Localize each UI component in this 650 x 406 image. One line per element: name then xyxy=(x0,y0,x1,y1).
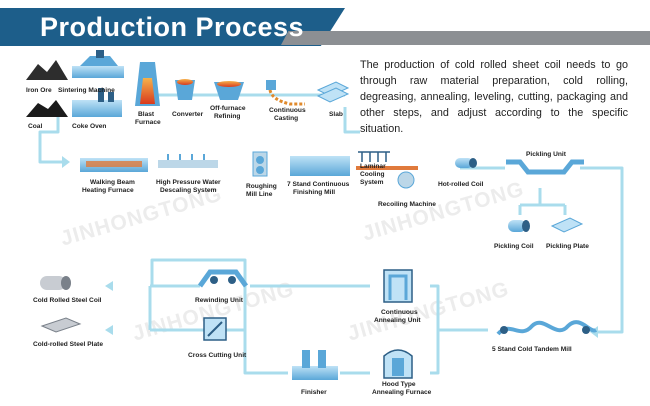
rewinding-unit-label: Rewinding Unit xyxy=(195,297,244,304)
sintering-machine-label: Sintering Machine xyxy=(58,87,115,94)
refining-ladle-icon xyxy=(214,81,244,100)
flow-arrow xyxy=(105,325,113,335)
flow-line xyxy=(430,284,488,332)
iron-ore-label: Iron Ore xyxy=(26,87,52,94)
page-title: Production Process xyxy=(40,12,305,42)
sintering-machine-icon xyxy=(72,50,124,78)
pickling-coil-label: Pickling Coil xyxy=(494,243,534,250)
laminar-cooling-icon xyxy=(356,151,418,170)
hot-rolled-coil-label: Hot-rolled Coil xyxy=(438,181,484,188)
laminar-cooling-label: Cooling xyxy=(360,171,385,178)
descaling-system-icon xyxy=(158,154,218,168)
continuous-annealing-label: Annealing Unit xyxy=(374,317,421,324)
flow-line xyxy=(38,117,62,164)
descaling-label: High Pressure Water xyxy=(156,179,221,186)
cold-rolled-coil-icon xyxy=(40,276,71,290)
hood-annealing-label: Annealing Furnace xyxy=(372,389,432,396)
cross-cutting-unit-icon xyxy=(203,317,227,341)
descaling-label: Descaling System xyxy=(160,187,217,194)
pickling-plate-label: Pickling Plate xyxy=(546,243,589,250)
flow-line xyxy=(518,188,567,215)
process-description: The production of cold rolled sheet coil… xyxy=(360,59,628,135)
flow-arrow xyxy=(105,281,113,291)
iron-ore-icon xyxy=(26,60,68,80)
roughing-mill-icon xyxy=(252,151,268,177)
finisher-label: Finisher xyxy=(301,389,327,396)
coal-icon xyxy=(26,100,68,117)
pickling-plate-icon xyxy=(550,217,584,233)
cold-rolled-coil-label: Cold Rolled Steel Coil xyxy=(33,297,102,304)
cross-cutting-label: Cross Cutting Unit xyxy=(188,352,247,359)
converter-icon xyxy=(175,79,195,100)
recoiling-machine-label: Recoiling Machine xyxy=(378,201,436,208)
slab-label: Slab xyxy=(329,111,343,118)
coke-oven-icon xyxy=(72,88,122,117)
blast-furnace-label: Blast xyxy=(138,111,155,118)
finisher-icon xyxy=(292,350,338,380)
roughing-mill-label: Mill Line xyxy=(246,191,273,198)
continuous-casting-icon xyxy=(266,80,305,106)
blast-furnace-icon xyxy=(135,62,160,106)
blast-furnace-label: Furnace xyxy=(135,119,161,126)
laminar-cooling-label: System xyxy=(360,179,384,186)
casting-label: Continuous xyxy=(269,107,306,114)
rewinding-unit-icon xyxy=(197,269,249,288)
continuous-annealing-icon xyxy=(383,269,413,303)
slab-icon xyxy=(316,81,350,103)
hood-annealing-label: Hood Type xyxy=(382,381,416,388)
cold-rolled-plate-label: Cold-rolled Steel Plate xyxy=(33,341,103,348)
coke-oven-label: Coke Oven xyxy=(72,123,106,130)
refining-label: Off-furnace xyxy=(210,105,246,112)
header-stripe xyxy=(281,31,650,45)
pickling-unit-icon xyxy=(506,159,584,175)
walking-beam-label: Walking Beam xyxy=(90,179,135,186)
laminar-cooling-label: Laminar xyxy=(360,163,386,170)
hot-rolled-coil-icon xyxy=(455,158,477,168)
coal-label: Coal xyxy=(28,123,42,130)
continuous-annealing-label: Continuous xyxy=(381,309,418,316)
pickling-unit-label: Pickling Unit xyxy=(526,151,567,158)
casting-label: Casting xyxy=(274,115,298,122)
hood-annealing-furnace-icon xyxy=(383,349,413,379)
cold-rolled-plate-icon xyxy=(40,317,82,333)
flow-arrow xyxy=(62,156,70,168)
pickling-coil-icon xyxy=(508,220,530,232)
converter-label: Converter xyxy=(172,111,204,118)
flow-lines xyxy=(38,93,624,375)
finishing-mill-label: Finishing Mill xyxy=(293,189,335,196)
cold-tandem-mill-icon xyxy=(496,320,598,336)
flow-line xyxy=(430,330,440,375)
cold-tandem-mill-label: 5 Stand Cold Tandem Mill xyxy=(492,346,572,353)
refining-label: Refining xyxy=(214,113,240,120)
flow-line xyxy=(343,107,360,134)
flow-line xyxy=(580,166,624,334)
walking-beam-label: Heating Furnace xyxy=(82,187,134,194)
roughing-mill-label: Roughing xyxy=(246,183,277,190)
finishing-mill-icon xyxy=(290,156,350,176)
walking-beam-furnace-icon xyxy=(80,158,148,172)
finishing-mill-label: 7 Stand Continuous xyxy=(287,181,350,188)
recoiling-machine-icon xyxy=(397,171,415,189)
